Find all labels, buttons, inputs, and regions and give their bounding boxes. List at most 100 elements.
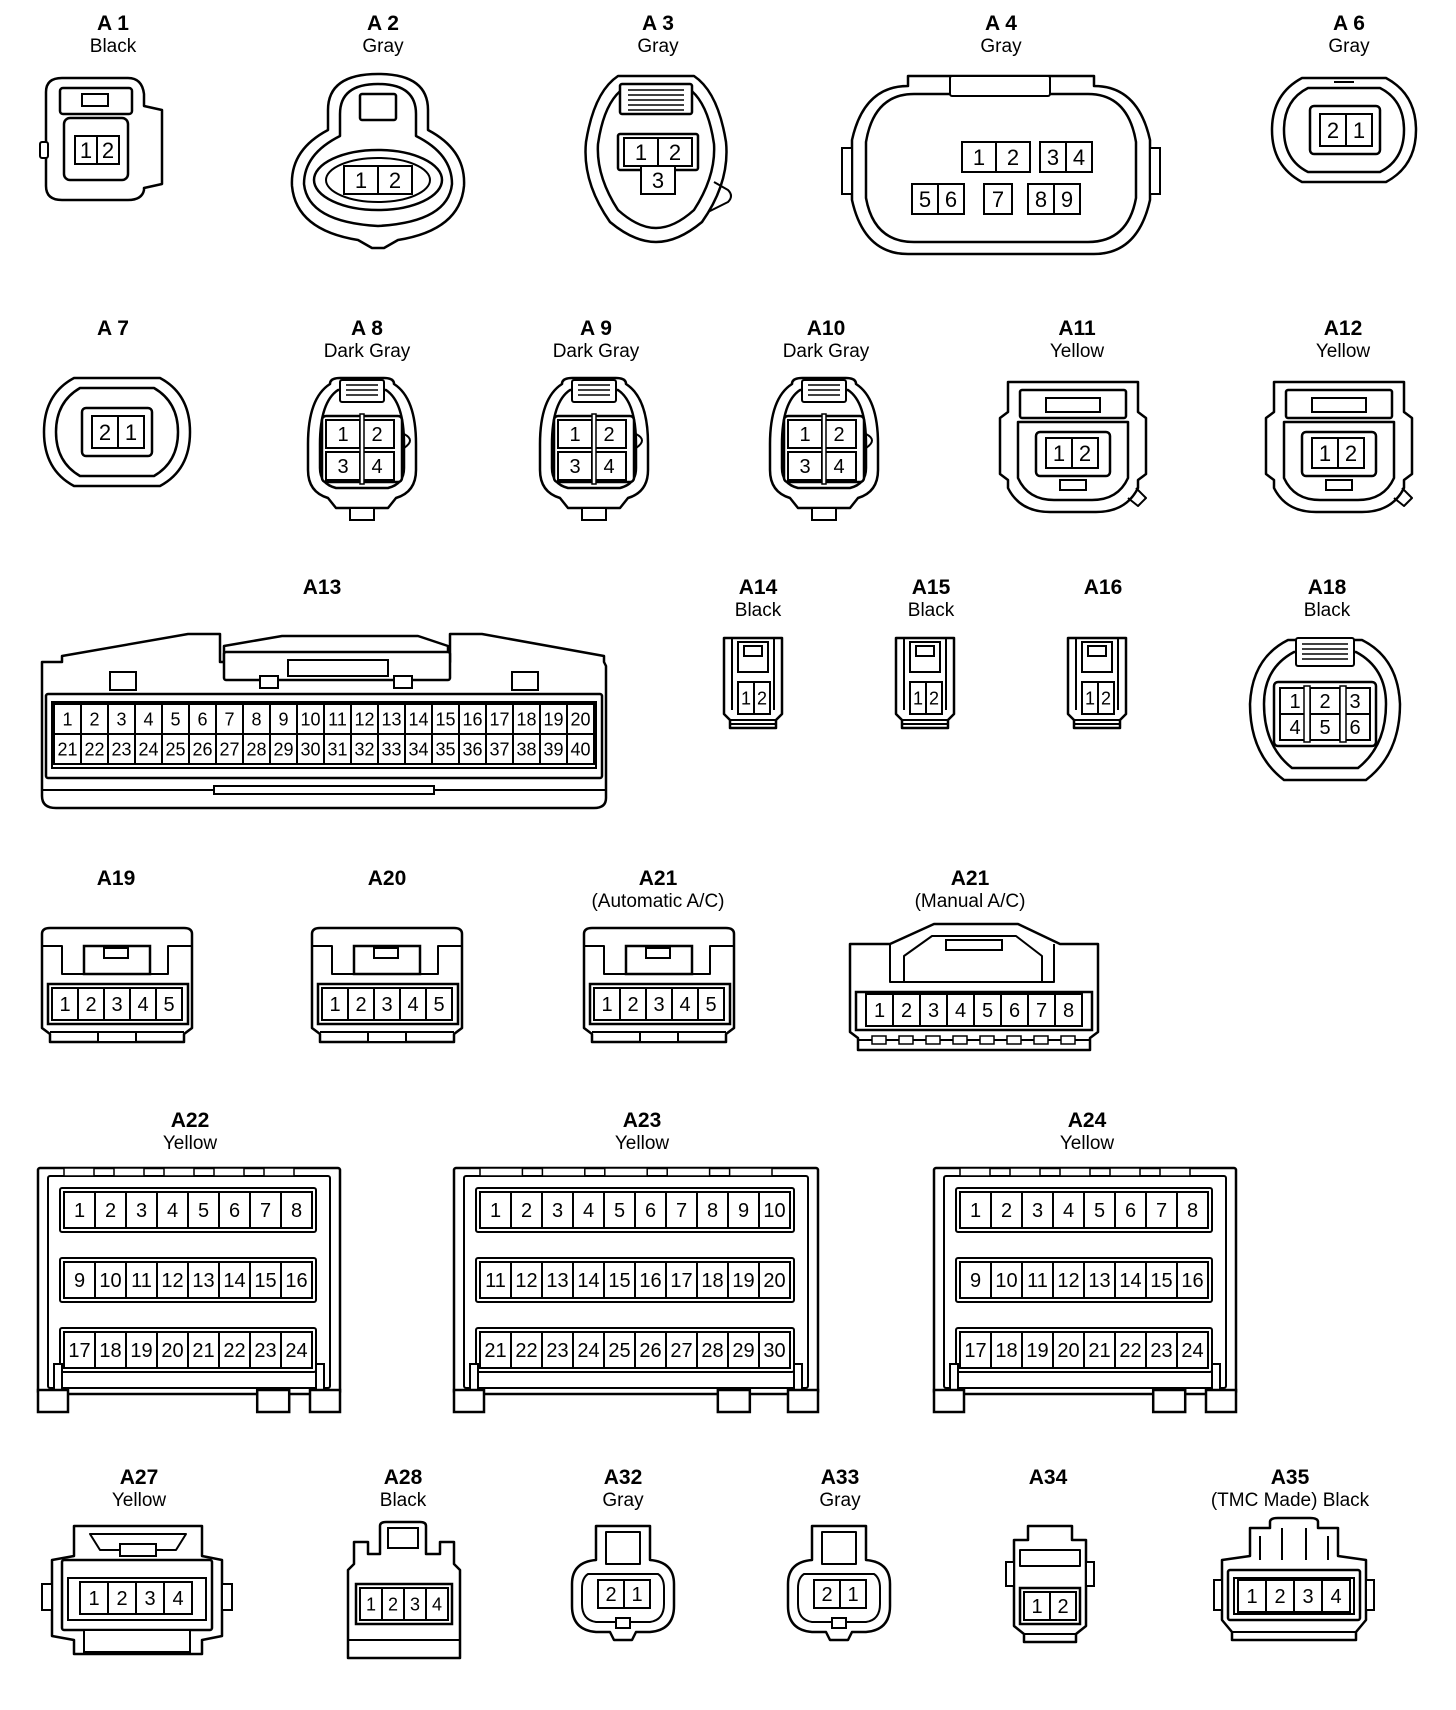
pin-number: 3 <box>1032 1200 1043 1222</box>
pin-number: 15 <box>1150 1270 1172 1292</box>
pin-number: 31 <box>327 739 347 759</box>
pin-number: 2 <box>821 1584 832 1606</box>
pin-number: 29 <box>732 1340 754 1362</box>
pin-number: 10 <box>995 1270 1017 1292</box>
pin-number: 1 <box>1053 441 1065 466</box>
connector-id: A11 <box>1058 317 1096 340</box>
connector-id: A27 <box>119 1466 159 1489</box>
connector-id: A21 <box>638 867 678 890</box>
pin-number: 11 <box>131 1270 152 1292</box>
pin-number: 4 <box>432 1594 442 1614</box>
pin-number: 4 <box>1330 1586 1341 1608</box>
pin-number: 13 <box>1088 1270 1110 1292</box>
pin-number: 18 <box>516 709 536 729</box>
pin-number: 21 <box>192 1340 214 1362</box>
connector-color: Black <box>907 600 955 621</box>
pin-number: 18 <box>99 1340 121 1362</box>
pin-number: 3 <box>144 1588 155 1610</box>
pin-number: 9 <box>970 1270 981 1292</box>
pin-number: 22 <box>1119 1340 1141 1362</box>
pin-number: 17 <box>68 1340 90 1362</box>
pin-number: 4 <box>679 994 690 1016</box>
pin-number: 3 <box>653 994 664 1016</box>
pin-number: 15 <box>608 1270 630 1292</box>
pin-number: 2 <box>1057 1596 1068 1618</box>
pin-number: 29 <box>273 739 293 759</box>
pin-number: 4 <box>833 456 844 478</box>
pin-number: 30 <box>300 739 320 759</box>
pin-number: 1 <box>74 1200 85 1222</box>
pin-number: 6 <box>1349 717 1360 739</box>
connector-color: Yellow <box>1049 341 1105 362</box>
connector-color: Gray <box>362 36 404 57</box>
pin-number: 7 <box>260 1200 271 1222</box>
connector-label: A34 <box>898 1467 1198 1488</box>
pin-number: 1 <box>1031 1596 1042 1618</box>
pin-number: 2 <box>105 1200 116 1222</box>
pin-number: 19 <box>543 709 563 729</box>
pin-number: 2 <box>669 140 681 165</box>
pin-number: 1 <box>741 688 751 708</box>
pin-number: 3 <box>116 709 126 729</box>
connector-id: A 6 <box>1333 12 1365 35</box>
pin-number: 12 <box>515 1270 537 1292</box>
pin-number: 4 <box>167 1200 178 1222</box>
connector-id: A24 <box>1067 1109 1107 1132</box>
pin-number: 24 <box>577 1340 599 1362</box>
pin-number: 10 <box>763 1200 785 1222</box>
pin-number: 1 <box>970 1200 981 1222</box>
pin-number: 19 <box>1026 1340 1048 1362</box>
pin-number: 11 <box>328 709 347 729</box>
pin-number: 12 <box>1057 1270 1079 1292</box>
connector-color: Yellow <box>1059 1133 1115 1154</box>
pin-number: 3 <box>1047 145 1059 170</box>
pin-number: 27 <box>670 1340 692 1362</box>
pin-number: 18 <box>701 1270 723 1292</box>
pin-number: 2 <box>116 1588 127 1610</box>
pin-number: 2 <box>102 138 114 163</box>
pin-number: 25 <box>165 739 185 759</box>
pin-number: 18 <box>995 1340 1017 1362</box>
pin-number: 5 <box>614 1200 625 1222</box>
connector-id: A21 <box>950 867 990 890</box>
connector-id: A 3 <box>642 12 674 35</box>
pin-number: 4 <box>1289 717 1300 739</box>
pin-number: 2 <box>1079 441 1091 466</box>
pin-number: 16 <box>285 1270 307 1292</box>
pin-number: 1 <box>88 1588 99 1610</box>
pin-number: 8 <box>1063 1000 1074 1022</box>
connector-id: A33 <box>820 1466 860 1489</box>
pin-number: 17 <box>489 709 509 729</box>
pin-number: 2 <box>99 420 111 445</box>
pin-number: 1 <box>635 140 647 165</box>
connector-id: A14 <box>738 576 778 599</box>
connector-id: A23 <box>622 1109 662 1132</box>
pin-number: 34 <box>408 739 428 759</box>
pin-number: 2 <box>603 424 614 446</box>
connector-id: A18 <box>1307 576 1347 599</box>
connector-color: Yellow <box>162 1133 218 1154</box>
connector-color: (Manual A/C) <box>914 891 1026 912</box>
pin-number: 23 <box>111 739 131 759</box>
pin-number: 2 <box>1345 441 1357 466</box>
pin-number: 4 <box>172 1588 183 1610</box>
connector-color: (Automatic A/C) <box>591 891 725 912</box>
pin-number: 9 <box>278 709 288 729</box>
connector-color: (TMC Made) Black <box>1210 1490 1370 1511</box>
